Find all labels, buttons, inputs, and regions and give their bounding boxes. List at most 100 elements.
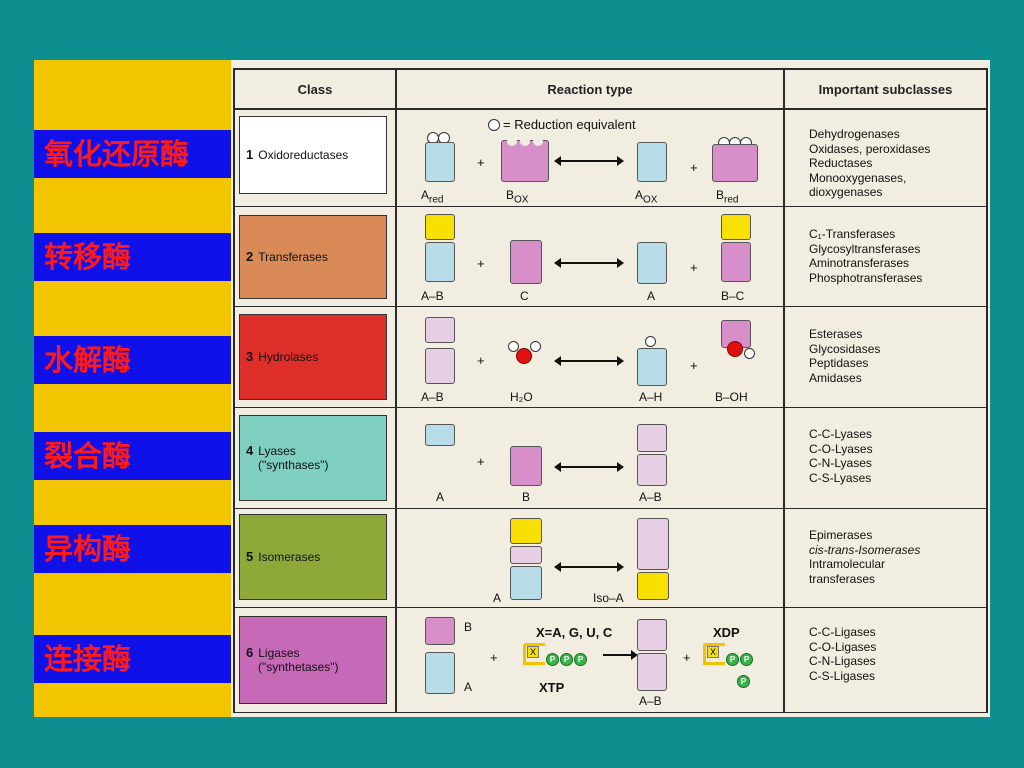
class-name: Ligases — [258, 646, 300, 660]
reversible-arrow — [554, 156, 624, 166]
plus-sign: + — [477, 155, 485, 170]
reversible-arrow — [554, 462, 624, 472]
reduction-equivalent-label: = Reduction equivalent — [503, 117, 636, 132]
oxygen-atom — [516, 348, 532, 364]
table-top-border — [233, 68, 988, 70]
subclass-list-hydrolases: Esterases Glycosidases Peptidases Amidas… — [809, 327, 880, 385]
label-a-b: A–B — [421, 390, 444, 404]
subclass-item: Glycosyltransferases — [809, 241, 921, 256]
class-number: 5 — [246, 549, 254, 564]
molecule-a — [425, 348, 455, 384]
column-divider-2 — [783, 68, 785, 713]
label-xtp: XTP — [539, 680, 565, 695]
molecule-c — [721, 242, 751, 282]
molecule-b-ox — [501, 136, 549, 182]
label-oxidoreductase-cn: 氧化还原酶 — [34, 130, 231, 178]
subclass-item: Esterases — [809, 327, 863, 341]
subclass-item: C-O-Ligases — [809, 639, 877, 654]
subclass-item: C₁-Transferases — [809, 227, 896, 241]
label-lyase-cn: 裂合酶 — [34, 432, 231, 480]
phosphate-icon: P — [574, 653, 587, 666]
molecule-a — [425, 652, 455, 694]
table-left-border — [233, 68, 235, 713]
label-b-c: B–C — [721, 289, 745, 303]
molecule-b-part — [637, 619, 667, 651]
label-xdp: XDP — [713, 625, 740, 640]
subclass-item: C-O-Lyases — [809, 441, 873, 456]
phosphate-icon: P — [740, 653, 753, 666]
subclass-item: C-N-Lyases — [809, 456, 872, 470]
plus-sign: + — [477, 353, 485, 368]
subclass-item: Phosphotransferases — [809, 270, 923, 285]
label-a-red: Ared — [421, 188, 444, 206]
reduction-equivalent-icon — [488, 119, 500, 131]
group-b — [425, 214, 455, 240]
subclass-item: Dehydrogenases — [809, 127, 900, 141]
subclass-item: C-N-Ligases — [809, 654, 876, 668]
class-name: Transferases — [258, 250, 328, 264]
label-a-ox: AOX — [635, 188, 658, 206]
molecule-c — [510, 240, 542, 284]
header-reaction-type: Reaction type — [547, 81, 633, 97]
phosphate-icon: P — [546, 653, 559, 666]
column-divider-1 — [395, 68, 397, 713]
label-c: C — [520, 289, 529, 303]
molecule-a — [637, 242, 667, 284]
molecule-a-part — [637, 424, 667, 452]
label-isomerase-cn: 异构酶 — [34, 525, 231, 573]
plus-sign: + — [477, 256, 485, 271]
class-box-isomerases: 5 Isomerases — [239, 514, 387, 600]
subclass-item: Intramolecular — [809, 557, 886, 571]
label-b-red: Bred — [716, 188, 739, 206]
subclass-item: Peptidases — [809, 356, 869, 370]
subclass-item: Monooxygenases, — [809, 170, 907, 185]
class-number: 3 — [246, 349, 254, 364]
molecule-b — [425, 317, 455, 343]
class-name: Isomerases — [258, 550, 321, 564]
label-b-oh: B–OH — [715, 390, 748, 404]
header-class: Class — [297, 81, 333, 97]
label-nucleotide-equation: X=A, G, U, C — [536, 625, 613, 640]
nucleobase-x: X — [707, 646, 719, 658]
molecule-a — [425, 424, 455, 446]
subclass-list-lyases: C-C-Lyases C-O-Lyases C-N-Lyases C-S-Lya… — [809, 427, 873, 485]
label-a-b: A–B — [639, 694, 662, 708]
plus-sign: + — [690, 260, 698, 275]
hydrogen-atom — [744, 348, 755, 359]
class-box-transferases: 2 Transferases — [239, 215, 387, 299]
molecule-b-part — [637, 454, 667, 486]
header-divider — [233, 108, 988, 110]
label-a: A — [647, 289, 656, 303]
subclass-item: Epimerases — [809, 528, 873, 542]
subclass-list-oxidoreductases: Dehydrogenases Oxidases, peroxidases Red… — [809, 127, 930, 200]
plus-sign: + — [683, 650, 691, 665]
row-divider-4 — [233, 508, 988, 509]
molecule-a-part — [637, 653, 667, 691]
subclass-item: C-S-Lyases — [809, 470, 872, 485]
class-name: Lyases — [258, 444, 296, 458]
group-b — [721, 214, 751, 240]
subclass-item: C-S-Ligases — [809, 668, 876, 683]
label-a-h: A–H — [639, 390, 663, 404]
class-name: Oxidoreductases — [258, 148, 349, 162]
molecule-a-red — [425, 142, 455, 182]
label-a: A — [493, 591, 502, 605]
plus-sign: + — [490, 650, 498, 665]
subclass-item: C-C-Ligases — [809, 625, 876, 639]
class-number: 2 — [246, 249, 254, 264]
subclass-item: Aminotransferases — [809, 256, 910, 270]
xtp-backbone — [523, 643, 545, 665]
nucleobase-x: X — [527, 646, 539, 658]
reversible-arrow — [554, 356, 624, 366]
label-a: A — [464, 680, 473, 694]
molecule-a-ox — [637, 142, 667, 182]
label-b: B — [464, 620, 473, 634]
label-h2o: H₂O — [510, 390, 533, 404]
iso-a-body — [637, 518, 669, 570]
molecule-b — [510, 446, 542, 486]
row-divider-2 — [233, 306, 988, 307]
subclass-list-isomerases: Epimerases cis-trans-Isomerases Intramol… — [809, 528, 920, 586]
reversible-arrow — [554, 258, 624, 268]
class-name-alt: ("synthetases") — [258, 660, 339, 674]
